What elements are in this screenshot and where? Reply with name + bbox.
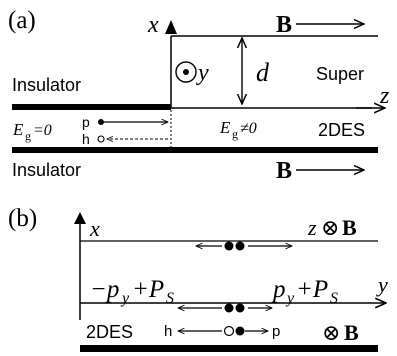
left-momentum-plus: +P [132, 276, 164, 303]
top-pair-particle-left [224, 241, 234, 251]
right-momentum-plus: +P [296, 276, 328, 303]
b-field-b-label: B [342, 215, 357, 240]
eg-left-rest: =0 [33, 122, 52, 139]
b-y-axis-label: y [376, 272, 388, 297]
b-electron-label: p [272, 323, 280, 340]
b-bottom-bar [80, 345, 378, 352]
eg-left-main: E [12, 120, 24, 139]
panel-a-label: (a) [8, 7, 36, 34]
electron-marker [98, 119, 104, 125]
thickness-label: d [256, 58, 270, 87]
mid-pair-particle-right [235, 303, 245, 313]
b-bottom-field-into-page-icon: ⊗ [322, 320, 340, 345]
right-momentum-sub: y [285, 290, 295, 307]
b-x-axis-arrowhead [74, 212, 86, 224]
panel-b-label: (b) [8, 205, 37, 232]
2des-label-b: 2DES [86, 322, 133, 342]
field-b-top-label: B [276, 12, 292, 38]
insulator-bottom-bar [12, 147, 378, 153]
b-hole-label: h [164, 323, 172, 340]
y-out-of-page-icon [175, 61, 197, 83]
x-axis-arrowhead [165, 20, 177, 34]
insulator-bottom-label: Insulator [12, 160, 81, 180]
eg-right-sub: g [232, 127, 238, 141]
panel-b: (b) x z ⊗ B y −p y +P S p y +P S [8, 205, 388, 352]
y-out-dot [183, 69, 189, 75]
hole-label: h [82, 131, 90, 147]
hole-marker [97, 135, 105, 143]
b-z-label: z [307, 215, 317, 240]
eg-left-sub: g [25, 129, 31, 143]
b-x-axis-label: x [89, 216, 100, 241]
insulator-top-bar [12, 104, 171, 110]
x-axis-label: x [147, 12, 159, 38]
left-momentum-sub: y [120, 290, 130, 307]
top-pair-particle-right [235, 241, 245, 251]
right-momentum-main: p [271, 276, 286, 303]
y-axis-label: y [196, 60, 209, 86]
b-hole-marker [223, 325, 235, 337]
eg-right-main: E [219, 118, 231, 137]
b-electron-marker [235, 326, 245, 336]
insulator-top-label: Insulator [12, 75, 81, 95]
field-b-bottom-label: B [276, 158, 292, 184]
b-bottom-field-b-label: B [344, 320, 359, 345]
mid-pair-particle-left [224, 303, 234, 313]
panel-a: (a) x B y d Insulator Super z E g =0 [8, 7, 390, 184]
left-momentum-main: −p [90, 276, 119, 303]
eg-right-rest: ≠0 [240, 120, 257, 137]
left-momentum-sub2: S [166, 290, 174, 307]
b-field-into-page-icon: ⊗ [321, 215, 339, 240]
super-label: Super [316, 64, 364, 84]
2des-label-a: 2DES [318, 120, 365, 140]
electron-label: p [82, 114, 90, 130]
right-momentum-sub2: S [330, 290, 338, 307]
z-axis-label: z [379, 83, 390, 109]
